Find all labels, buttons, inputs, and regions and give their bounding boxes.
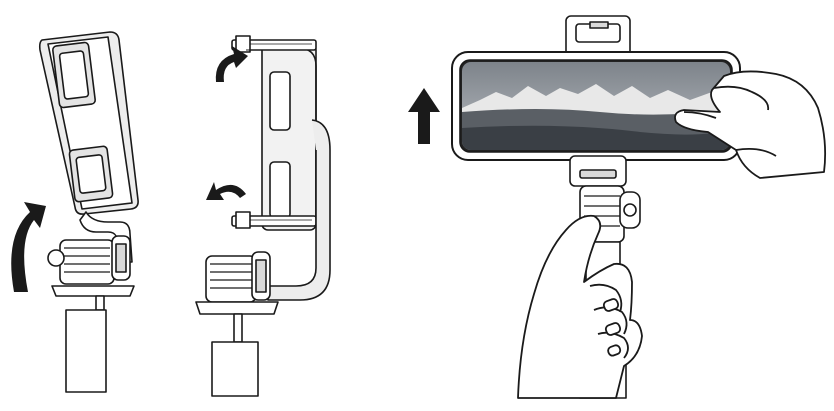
holder-arm-curved: [267, 119, 331, 301]
bottom-clamp: [231, 211, 317, 229]
tripod-mount: [51, 285, 135, 393]
top-clamp-3: [565, 15, 631, 57]
holder-plate-tilted: [38, 31, 139, 215]
left-hand: [517, 214, 643, 399]
top-clamp: [231, 35, 317, 53]
curved-arrow-icon: [11, 202, 47, 292]
up-arrow-icon: [408, 88, 440, 144]
tripod-mount-2: [195, 301, 279, 397]
panel-step-2: [195, 35, 331, 397]
ball-joint: [47, 235, 131, 285]
ball-joint-2: [205, 251, 271, 303]
curved-arrow-icon: [215, 46, 248, 82]
bottom-clamp-3: [569, 155, 627, 187]
phone-screen-image: [462, 62, 730, 150]
holder-plate-vertical: [261, 43, 317, 231]
right-hand: [674, 70, 827, 179]
curved-arrow-icon: [206, 182, 246, 200]
panel-step-1: [38, 31, 139, 393]
